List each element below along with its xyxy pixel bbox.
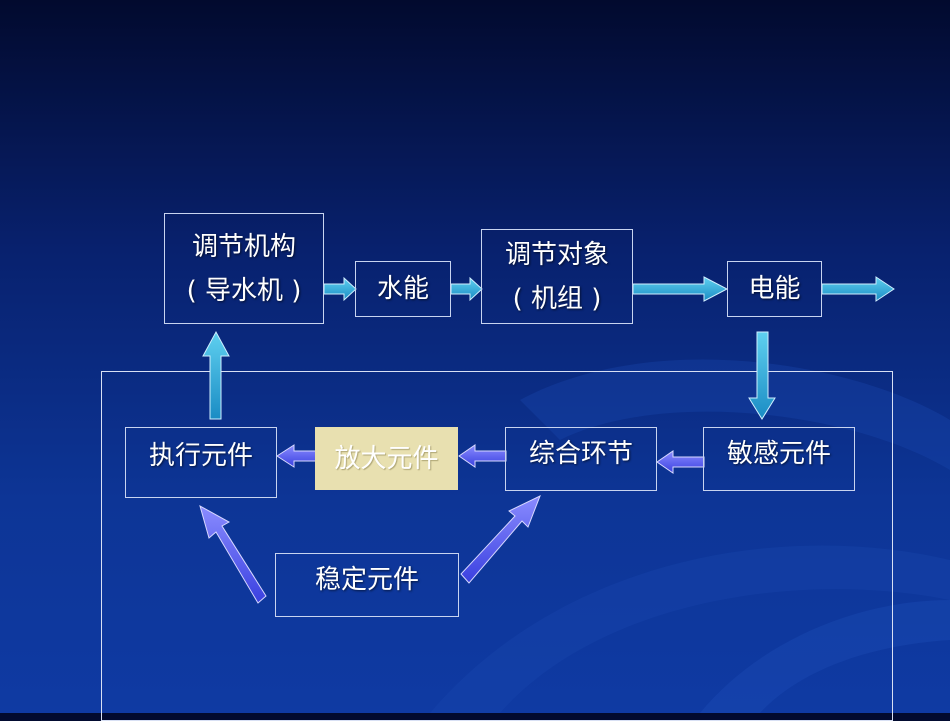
- actuator-sublabel: ( 导水机 ): [186, 275, 302, 306]
- electric-energy-label: 电能: [748, 274, 801, 304]
- executive-element-label: 执行元件: [148, 441, 253, 471]
- arrow-amplifier-to-executive: [276, 444, 317, 468]
- arrow-stabilizing-to-executive: [199, 504, 267, 604]
- amplifier-element-label: 放大元件: [334, 443, 439, 474]
- summing-link-box: 综合环节: [505, 427, 657, 491]
- amplifier-element-box: 放大元件: [315, 427, 458, 490]
- controlled-object-label: 调节对象: [504, 239, 609, 270]
- stabilizing-element-label: 稳定元件: [314, 565, 419, 595]
- arrow-object-to-electric: [632, 276, 729, 302]
- executive-element-box: 执行元件: [125, 427, 277, 498]
- sensing-element-box: 敏感元件: [703, 427, 855, 491]
- actuator-label: 调节机构: [191, 231, 296, 262]
- sensing-element-label: 敏感元件: [726, 439, 831, 469]
- controlled-object-box: 调节对象 ( 机组 ): [481, 229, 633, 324]
- water-energy-label: 水能: [376, 274, 429, 304]
- actuator-box: 调节机构 ( 导水机 ): [164, 213, 324, 324]
- arrow-electric-output: [821, 276, 895, 302]
- controlled-object-sublabel: ( 机组 ): [512, 283, 602, 314]
- arrow-summing-to-amplifier: [458, 444, 507, 468]
- water-energy-box: 水能: [355, 261, 451, 317]
- arrow-executive-to-actuator: [202, 330, 230, 420]
- electric-energy-box: 电能: [727, 261, 822, 317]
- arrow-stabilizing-to-summing: [460, 494, 541, 584]
- arrow-actuator-to-water: [323, 276, 357, 302]
- summing-link-label: 综合环节: [528, 439, 633, 469]
- arrow-sensing-to-summing: [656, 450, 705, 474]
- stabilizing-element-box: 稳定元件: [275, 553, 459, 617]
- arrow-water-to-object: [450, 276, 483, 302]
- arrow-electric-to-sensing: [748, 331, 776, 420]
